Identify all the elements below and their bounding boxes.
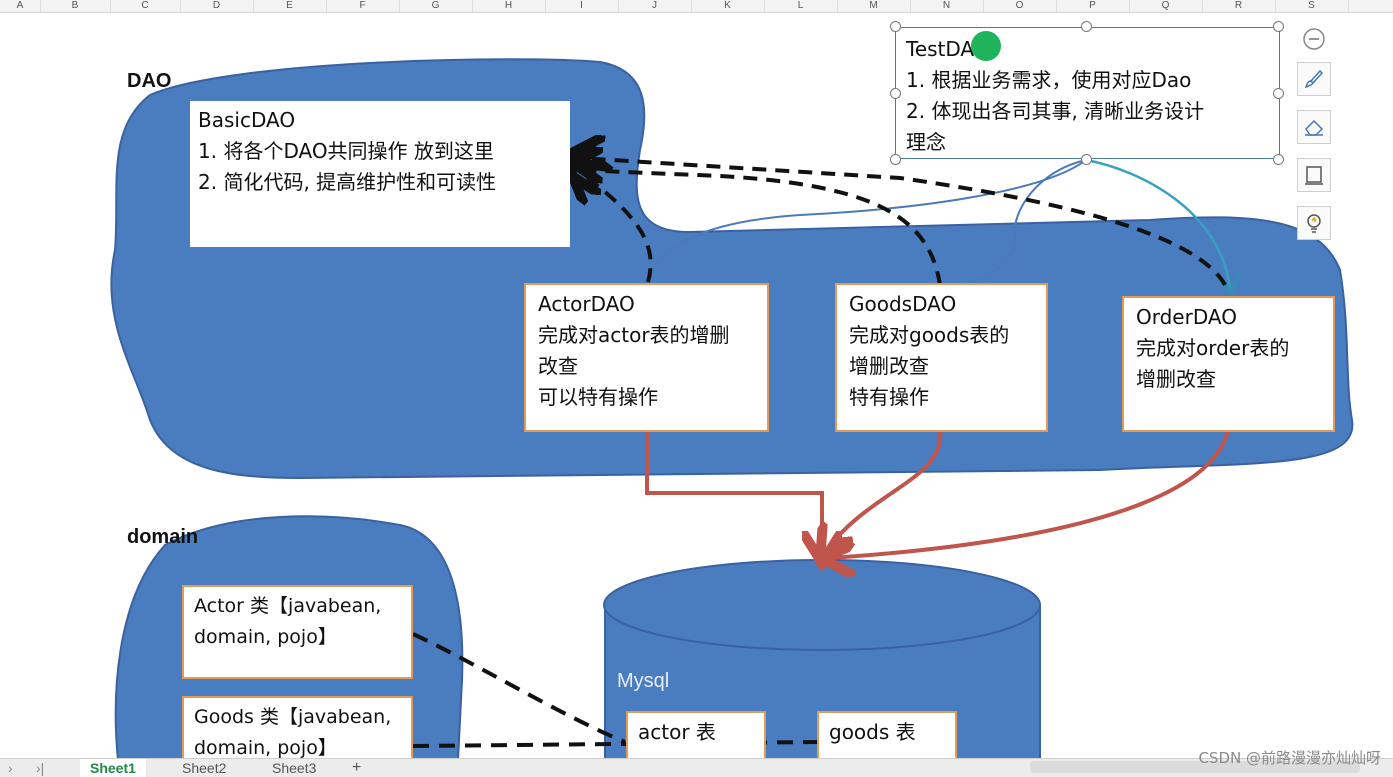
dao-label: DAO — [127, 70, 172, 92]
test-dao-line-3: 理念 — [906, 130, 946, 154]
cursor-highlight — [971, 31, 1001, 61]
actor-dao-line-2: 改查 — [538, 354, 578, 378]
goods-dao-title: GoodsDAO — [849, 292, 957, 316]
resize-handle-bl[interactable] — [890, 154, 901, 165]
column-I[interactable]: I — [545, 0, 619, 12]
tab-sheet2[interactable]: Sheet2 — [182, 760, 227, 776]
basic-dao-line-2: 2. 简化代码, 提高维护性和可读性 — [198, 170, 497, 194]
resize-handle-tc[interactable] — [1081, 21, 1092, 32]
column-D[interactable]: D — [180, 0, 254, 12]
goods-class-line-2: domain, pojo】 — [194, 737, 337, 759]
resize-handle-mr[interactable] — [1273, 88, 1284, 99]
actor-dao-title: ActorDAO — [538, 292, 635, 316]
column-J[interactable]: J — [618, 0, 692, 12]
resize-handle-tr[interactable] — [1273, 21, 1284, 32]
goods-dao-line-3: 特有操作 — [849, 385, 929, 409]
column-R[interactable]: R — [1202, 0, 1276, 12]
column-A[interactable]: A — [0, 0, 41, 12]
bulb-icon[interactable] — [1297, 206, 1331, 240]
column-O[interactable]: O — [983, 0, 1057, 12]
actor-class-line-2: domain, pojo】 — [194, 626, 337, 648]
resize-handle-br[interactable] — [1273, 154, 1284, 165]
column-M[interactable]: M — [837, 0, 911, 12]
test-dao-line-2: 2. 体现出各司其事, 清晰业务设计 — [906, 99, 1205, 123]
add-sheet-button[interactable]: + — [352, 759, 362, 776]
horizontal-scrollbar[interactable] — [1030, 761, 1360, 773]
last-sheet-icon[interactable]: ›| — [36, 760, 45, 776]
actor-class-to-table-dashed — [412, 632, 626, 744]
tab-sheet3[interactable]: Sheet3 — [272, 760, 317, 776]
goods-table-label: goods 表 — [829, 720, 916, 744]
actor-table-label: actor 表 — [638, 720, 716, 744]
test-dao-textbox[interactable]: TestDAO 1. 根据业务需求，使用对应Dao 2. 体现出各司其事, 清晰… — [895, 27, 1280, 159]
column-K[interactable]: K — [691, 0, 765, 12]
actor-dao-line-3: 可以特有操作 — [538, 385, 658, 409]
test-dao-line-1: 1. 根据业务需求，使用对应Dao — [906, 68, 1192, 92]
basic-dao-line-1: 1. 将各个DAO共同操作 放到这里 — [198, 139, 494, 163]
goods-to-mysql-arrow — [825, 429, 943, 552]
goods-to-basic-dashed-arrow — [578, 170, 942, 286]
order-to-basic-dashed-arrow — [580, 158, 1227, 286]
column-H[interactable]: H — [472, 0, 546, 12]
resize-handle-tl[interactable] — [890, 21, 901, 32]
order-dao-line-2: 增删改查 — [1136, 367, 1216, 391]
order-dao-box[interactable]: OrderDAO 完成对order表的 增删改查 — [1122, 296, 1335, 432]
minus-circle-icon[interactable] — [1297, 22, 1331, 56]
test-to-actor-connector — [647, 159, 1087, 281]
column-E[interactable]: E — [253, 0, 327, 12]
eraser-icon[interactable] — [1297, 110, 1331, 144]
frame-icon[interactable] — [1297, 158, 1331, 192]
actor-class-box[interactable]: Actor 类【javabean, domain, pojo】 — [182, 585, 413, 679]
column-G[interactable]: G — [399, 0, 473, 12]
basic-dao-title: BasicDAO — [198, 108, 296, 132]
test-to-goods-connector — [949, 159, 1087, 291]
test-dao-title: TestDAO — [906, 37, 990, 61]
goods-class-box[interactable]: Goods 类【javabean, domain, pojo】 — [182, 696, 413, 766]
column-N[interactable]: N — [910, 0, 984, 12]
actor-class-line-1: Actor 类【javabean, — [194, 595, 382, 617]
basic-dao-box[interactable]: BasicDAO 1. 将各个DAO共同操作 放到这里 2. 简化代码, 提高维… — [190, 101, 570, 247]
watermark: CSDN @前路漫漫亦灿灿呀 — [1198, 749, 1381, 767]
test-to-order-connector — [1085, 158, 1230, 288]
actor-dao-line-1: 完成对actor表的增删 — [538, 323, 730, 347]
goods-dao-box[interactable]: GoodsDAO 完成对goods表的 增删改查 特有操作 — [835, 283, 1048, 432]
column-L[interactable]: L — [764, 0, 838, 12]
actor-dao-box[interactable]: ActorDAO 完成对actor表的增删 改查 可以特有操作 — [524, 283, 769, 432]
column-P[interactable]: P — [1056, 0, 1130, 12]
goods-class-line-1: Goods 类【javabean, — [194, 706, 392, 728]
column-header: A B C D E F G H I J K L M N O P Q R S — [0, 0, 1393, 13]
column-S[interactable]: S — [1275, 0, 1349, 12]
mysql-cylinder-top[interactable] — [603, 559, 1041, 651]
goods-table-box[interactable]: goods 表 — [817, 711, 957, 766]
domain-label: domain — [127, 526, 199, 548]
order-to-mysql-arrow — [830, 429, 1230, 558]
resize-handle-bc[interactable] — [1081, 154, 1092, 165]
column-C[interactable]: C — [110, 0, 181, 12]
brush-icon[interactable] — [1297, 62, 1331, 96]
order-dao-title: OrderDAO — [1136, 305, 1237, 329]
column-B[interactable]: B — [40, 0, 111, 12]
goods-class-to-table-dashed — [412, 740, 819, 748]
prev-sheet-icon[interactable]: › — [8, 760, 13, 776]
order-dao-line-1: 完成对order表的 — [1136, 336, 1290, 360]
resize-handle-ml[interactable] — [890, 88, 901, 99]
column-Q[interactable]: Q — [1129, 0, 1203, 12]
goods-dao-line-2: 增删改查 — [849, 354, 929, 378]
tab-sheet1[interactable]: Sheet1 — [80, 759, 146, 777]
mysql-label: Mysql — [617, 670, 670, 692]
goods-dao-line-1: 完成对goods表的 — [849, 323, 1010, 347]
column-F[interactable]: F — [326, 0, 400, 12]
